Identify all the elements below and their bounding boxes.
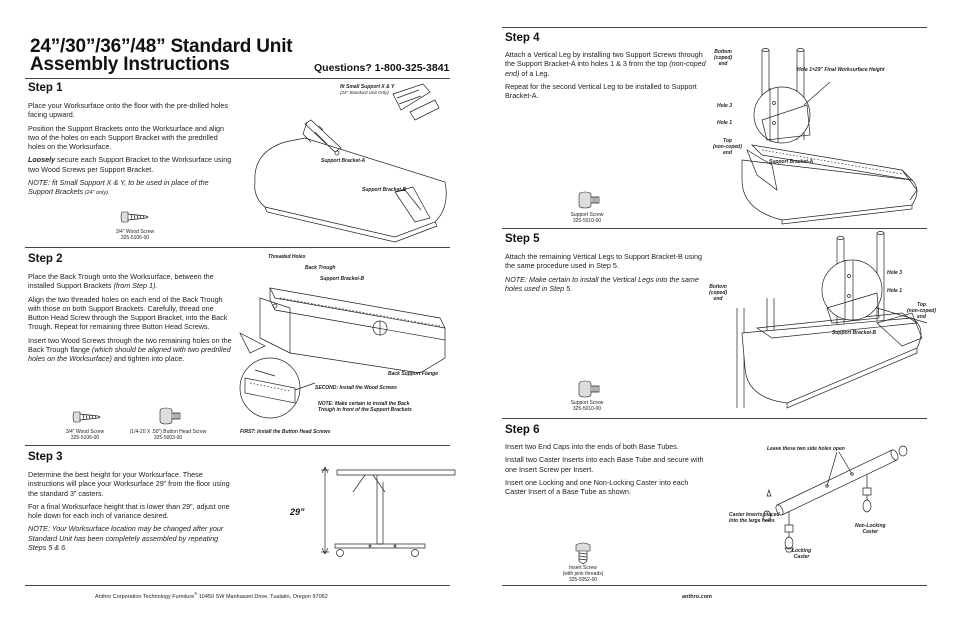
step6-base-tube-illustration xyxy=(762,445,908,553)
right-page: Step 4 Attach a Vertical Leg by installi… xyxy=(477,0,954,618)
label-small-support: fit Small Support X & Y (24” Standard Un… xyxy=(340,84,395,95)
step3-height-illustration xyxy=(321,466,456,557)
step5-vertical-leg-illustration xyxy=(736,231,928,409)
label-support-bracket-b: Support Bracket-B xyxy=(320,276,365,282)
divider xyxy=(502,585,927,586)
step3-paragraph-1: Determine the best height for your Works… xyxy=(28,470,230,498)
step5-text: Attach the remaining Vertical Legs to Su… xyxy=(505,252,710,297)
label-hole-3: Hole 3 xyxy=(887,270,903,276)
step1-paragraph-1: Place your Worksurface onto the floor wi… xyxy=(28,101,229,120)
step4-screw-caption: Support Screw 325-5010-00 xyxy=(570,212,604,224)
support-screw-icon xyxy=(578,191,600,209)
step5-note: NOTE: Make certain to install the Vertic… xyxy=(505,274,699,293)
phone-number: Questions? 1-800-325-3841 xyxy=(314,62,450,74)
step4-heading: Step 4 xyxy=(505,32,540,44)
step3-paragraph-2: For a final Worksurface height that is l… xyxy=(28,501,230,521)
label-locking-caster: Locking Caster xyxy=(792,548,812,560)
page-title: 24”/30”/36”/48” Standard Unit Assembly I… xyxy=(30,36,293,75)
height-29-label: 29” xyxy=(290,507,305,517)
insert-screw-icon xyxy=(575,542,591,565)
step6-screw-caption: Insert Screw (with pink threads) 325-505… xyxy=(562,565,604,583)
step1-worksurface-illustration xyxy=(254,83,447,243)
divider xyxy=(502,418,927,419)
wood-screw-icon xyxy=(120,211,149,223)
step3-note: NOTE: Your Worksurface location may be c… xyxy=(28,524,224,553)
step4-paragraph-1: Attach a Vertical Leg by installing two … xyxy=(505,50,706,78)
label-first-instruction: FIRST: Install the Button Head Screws xyxy=(240,429,331,435)
label-back-trough: Back Trough xyxy=(305,265,336,271)
label-support-bracket-a: Support Bracket-A xyxy=(321,158,366,164)
step2-paragraph-1: Place the Back Trough onto the Worksurfa… xyxy=(28,272,214,291)
title-line-2: Assembly Instructions xyxy=(30,54,230,75)
left-footer: Anthro Corporation Technology Furniture®… xyxy=(95,591,328,600)
step3-text: Determine the best height for your Works… xyxy=(28,470,233,556)
right-footer-site: anthro.com xyxy=(682,594,712,600)
label-back-support-flange: Back Support Flange xyxy=(388,371,439,377)
step1-screw-caption: 3/4” Wood Screw 325-5106-00 xyxy=(115,229,155,241)
step5-screw-caption: Support Screw 325-5010-00 xyxy=(570,400,604,412)
label-caster-inserts: Caster Inserts placed into the large hol… xyxy=(729,512,780,524)
label-top-non-coped-end: Top (non-coped) end xyxy=(907,302,936,320)
label-non-locking-caster: Non-Locking Caster xyxy=(855,523,886,535)
label-bottom-coped-end: Bottom (coped) end xyxy=(709,284,728,302)
button-head-screw-icon xyxy=(159,407,181,425)
wood-screw-icon xyxy=(72,411,101,423)
label-threaded-holes: Threaded Holes xyxy=(268,254,306,260)
label-hole1-29: Hole 1=29” Final Worksurface Height xyxy=(797,67,885,73)
step6-heading: Step 6 xyxy=(505,424,540,436)
label-support-bracket-b: Support Bracket-B xyxy=(832,330,877,336)
label-trough-note: NOTE: Make certain to install the Back T… xyxy=(318,401,412,413)
label-leave-holes-open: Leave these two side holes open xyxy=(767,446,845,452)
step1-paragraph-2: Position the Support Brackets onto the W… xyxy=(28,123,225,152)
step5-paragraph-1: Attach the remaining Vertical Legs to Su… xyxy=(505,252,702,271)
divider xyxy=(502,27,927,28)
step2-button-screw-caption: (1/4-20 X .50”) Button Head Screw 325-50… xyxy=(129,429,207,441)
step6-paragraph-1: Insert two End Caps into the ends of bot… xyxy=(505,442,679,451)
divider xyxy=(25,445,450,446)
label-second-instruction: SECOND: Install the Wood Screws xyxy=(315,385,397,391)
step2-paragraph-3: Insert two Wood Screws through the two r… xyxy=(28,335,232,364)
step2-heading: Step 2 xyxy=(28,253,63,265)
step2-text: Place the Back Trough onto the Worksurfa… xyxy=(28,272,233,368)
label-hole-3: Hole 3 xyxy=(717,103,733,109)
step6-paragraph-3: Insert one Locking and one Non-Locking C… xyxy=(505,477,689,497)
step6-text: Insert two End Caps into the ends of bot… xyxy=(505,442,710,500)
title-line-1: 24”/30”/36”/48” Standard Unit xyxy=(30,36,293,57)
support-screw-icon xyxy=(578,380,600,398)
label-hole-1: Hole 1 xyxy=(887,288,903,294)
step3-heading: Step 3 xyxy=(28,451,63,463)
step1-text: Place your Worksurface onto the floor wi… xyxy=(28,101,233,203)
step5-heading: Step 5 xyxy=(505,233,540,245)
step4-text: Attach a Vertical Leg by installing two … xyxy=(505,50,710,104)
divider xyxy=(25,78,450,79)
divider xyxy=(25,247,450,248)
step2-wood-screw-caption: 3/4” Wood Screw 325-5106-00 xyxy=(65,429,105,441)
label-top-non-coped-end: Top (non-coped) end xyxy=(713,138,742,156)
label-support-bracket-b: Support Bracket-B xyxy=(362,187,407,193)
label-support-bracket-a: Support Bracket-A xyxy=(769,159,814,165)
step2-back-trough-illustration xyxy=(239,287,446,419)
divider xyxy=(502,228,927,229)
divider xyxy=(25,585,450,586)
label-bottom-coped-end: Bottom (coped) end xyxy=(714,49,733,67)
step4-vertical-leg-illustration xyxy=(741,48,918,225)
label-hole-1: Hole 1 xyxy=(717,120,733,126)
step1-paragraph-3: Loosely secure each Support Bracket to t… xyxy=(28,155,232,174)
left-page: 24”/30”/36”/48” Standard Unit Assembly I… xyxy=(25,36,456,600)
step4-paragraph-2: Repeat for the second Vertical Leg to be… xyxy=(505,81,697,101)
step1-heading: Step 1 xyxy=(28,82,63,94)
step2-paragraph-2: Align the two threaded holes on each end… xyxy=(28,294,228,332)
step1-note: NOTE: fit Small Support X & Y, to be use… xyxy=(28,178,209,197)
step6-paragraph-2: Install two Caster Inserts into each Bas… xyxy=(505,455,704,474)
